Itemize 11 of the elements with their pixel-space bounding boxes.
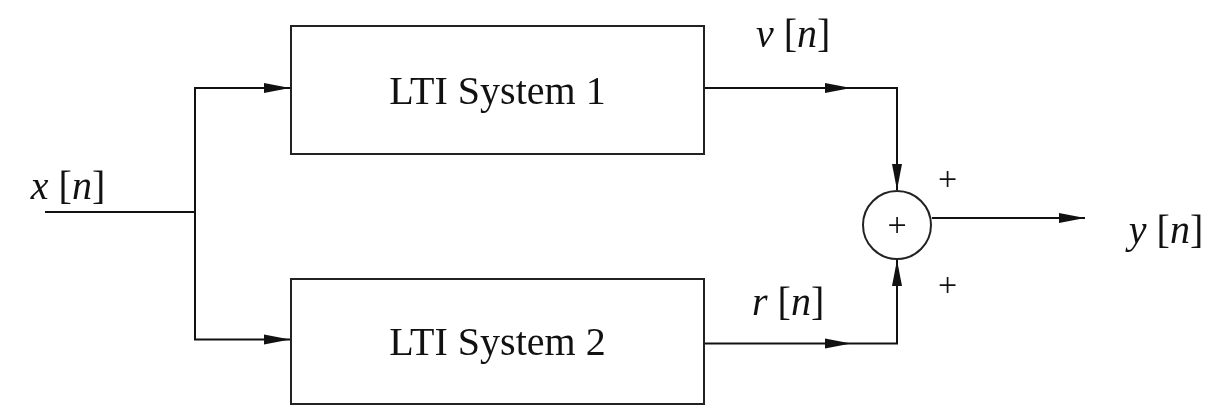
system-box [290, 25, 705, 155]
sign-label: + [938, 162, 958, 196]
edge-label: v [n] [756, 14, 831, 54]
plus-sign: + [887, 206, 907, 244]
system-box [290, 278, 705, 405]
box-label: LTI System 2 [389, 318, 606, 365]
sign-label: + [938, 268, 958, 302]
edge-label: r [n] [752, 282, 825, 322]
signal-label: x [n] [30, 166, 106, 206]
box-label: LTI System 1 [389, 66, 606, 114]
summing-junction [862, 190, 932, 260]
